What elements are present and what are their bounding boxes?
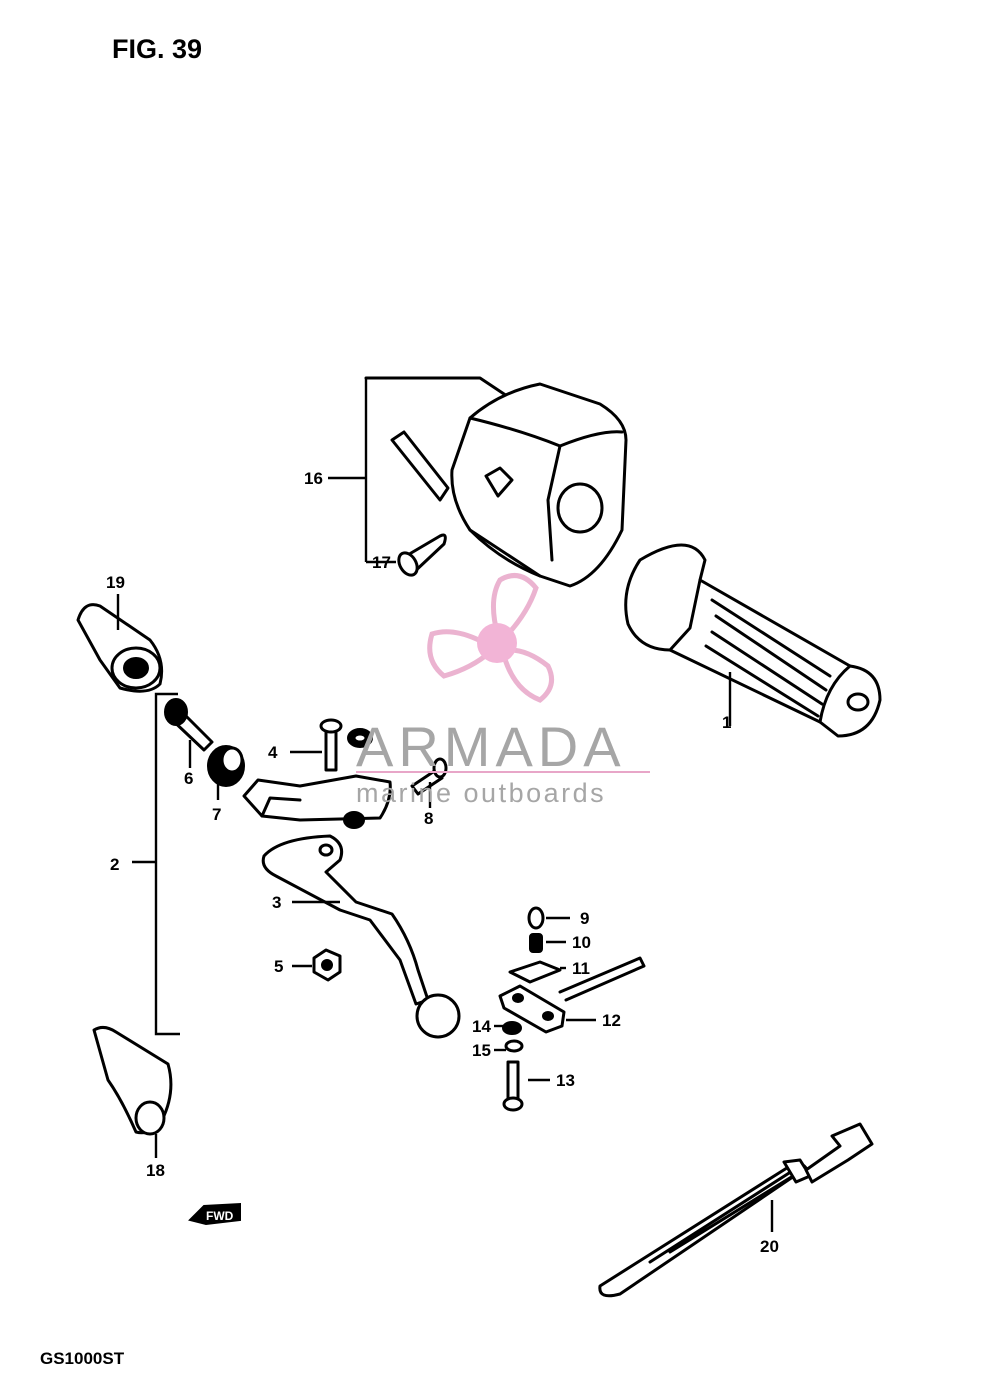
callout-17: 17	[372, 553, 391, 572]
part-2-lever-assembly-bracket	[132, 692, 180, 1036]
callout-2: 2	[110, 855, 119, 874]
figure-title: FIG. 39	[112, 34, 202, 64]
callout-1: 1	[722, 713, 731, 732]
callout-labels: 1 2 3 4 5 6 7 8 9 10 11 12 13 14 15 16 1…	[106, 469, 779, 1256]
callout-6: 6	[184, 769, 193, 788]
watermark: ARMADA marine outboards	[356, 573, 650, 808]
callout-10: 10	[572, 933, 591, 952]
fwd-label: FWD	[206, 1209, 234, 1223]
callout-8: 8	[424, 809, 433, 828]
part-7-washer	[207, 745, 245, 800]
part-15-washer	[494, 1039, 524, 1053]
propeller-logo-icon	[427, 573, 555, 703]
part-18-boot	[92, 1025, 173, 1158]
callout-15: 15	[472, 1041, 491, 1060]
part-9-cap	[527, 906, 570, 930]
part-10-spring	[529, 933, 566, 953]
callout-13: 13	[556, 1071, 575, 1090]
callout-11: 11	[572, 959, 590, 978]
part-3-lever	[261, 834, 461, 1039]
watermark-tagline: marine outboards	[356, 778, 606, 808]
part-5-nut	[292, 948, 342, 982]
part-19-cover-cap	[76, 594, 164, 693]
callout-16: 16	[304, 469, 323, 488]
callout-7: 7	[212, 805, 221, 824]
model-label: GS1000ST	[40, 1349, 125, 1368]
callout-5: 5	[274, 957, 283, 976]
part-6-bolt	[164, 698, 214, 768]
fwd-direction-arrow: FWD	[188, 1202, 241, 1226]
part-12-switch-base	[498, 984, 596, 1034]
part-14-washer	[494, 1021, 522, 1035]
part-1-grip	[624, 543, 882, 738]
part-17-screw	[397, 533, 447, 577]
callout-12: 12	[602, 1011, 621, 1030]
callout-19: 19	[106, 573, 125, 592]
part-20-cable-tie	[598, 1122, 874, 1298]
callout-9: 9	[580, 909, 589, 928]
part-13-screw	[502, 1060, 550, 1112]
part-11-contact	[508, 956, 646, 1002]
lever-holder	[242, 728, 392, 829]
callout-4: 4	[268, 743, 278, 762]
part-16-switch-housing	[328, 376, 628, 588]
callout-3: 3	[272, 893, 281, 912]
watermark-brand: ARMADA	[356, 715, 626, 778]
callout-14: 14	[472, 1017, 491, 1036]
part-4-pivot-pin	[290, 718, 343, 772]
callout-18: 18	[146, 1161, 165, 1180]
callout-20: 20	[760, 1237, 779, 1256]
